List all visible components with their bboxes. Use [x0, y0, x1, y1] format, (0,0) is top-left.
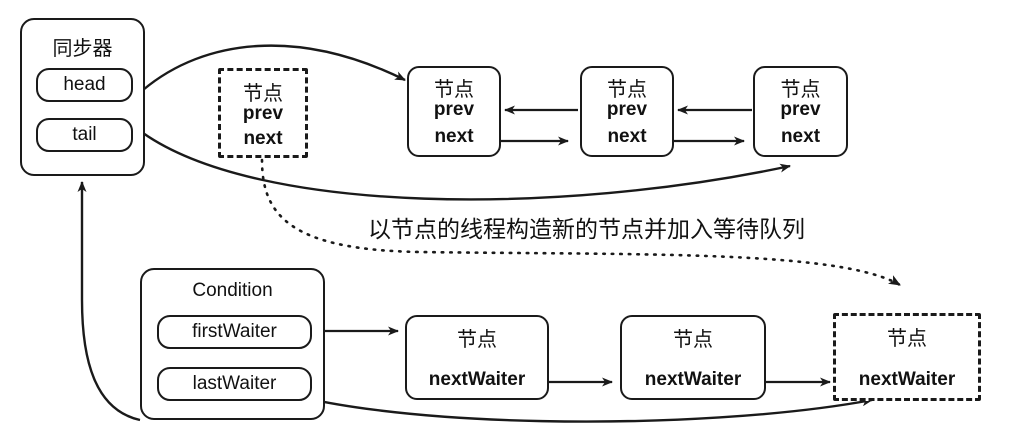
edge-lastwaiter-to-wnode3 [254, 381, 873, 423]
edge-head-to-node1 [142, 44, 406, 91]
queue-node-1: 节点 prev next [407, 66, 501, 157]
new-node-title: 节点 [243, 83, 283, 105]
waiter-node-3-nextwaiter: nextWaiter [858, 369, 956, 390]
queue-node-2-title: 节点 [607, 79, 647, 101]
waiter-node-2-nextwaiter: nextWaiter [644, 369, 742, 390]
waiter-node-1: 节点 nextWaiter [405, 315, 549, 400]
waiter-node-1-title: 节点 [457, 329, 497, 351]
queue-node-1-title: 节点 [434, 79, 474, 101]
waiter-node-2-title: 节点 [673, 329, 713, 351]
first-waiter-field[interactable]: firstWaiter [157, 315, 312, 349]
queue-node-3-title: 节点 [780, 79, 821, 101]
queue-node-3: 节点 prev next [753, 66, 848, 157]
queue-node-3-prev: prev [780, 99, 821, 120]
synchronizer-title: 同步器 [52, 38, 113, 60]
condition-box: Condition firstWaiter lastWaiter [140, 268, 325, 420]
edge-tail-to-node3 [142, 132, 791, 201]
waiter-node-2: 节点 nextWaiter [620, 315, 766, 400]
edge-dotted-new-node-flow [260, 158, 902, 287]
last-waiter-field[interactable]: lastWaiter [157, 367, 312, 401]
waiter-node-3: 节点 nextWaiter [833, 313, 981, 401]
flow-caption: 以节点的线程构造新的节点并加入等待队列 [368, 216, 805, 242]
queue-node-1-next: next [434, 126, 474, 147]
new-node-prev-next: 节点 prev next [218, 68, 308, 158]
tail-field[interactable]: tail [36, 118, 133, 152]
edge-condition-to-sync [77, 181, 141, 422]
queue-node-2-next: next [607, 126, 647, 147]
waiter-node-3-title: 节点 [887, 328, 927, 350]
condition-title: Condition [192, 280, 273, 301]
queue-node-1-prev: prev [433, 99, 475, 120]
new-node-next: next [243, 128, 283, 149]
new-node-prev: prev [242, 103, 284, 124]
queue-node-2-prev: prev [606, 99, 648, 120]
queue-node-2: 节点 prev next [580, 66, 674, 157]
waiter-node-1-nextwaiter: nextWaiter [428, 369, 526, 390]
head-field[interactable]: head [36, 68, 133, 102]
synchronizer-box: 同步器 head tail [20, 18, 145, 176]
queue-node-3-next: next [780, 126, 821, 147]
